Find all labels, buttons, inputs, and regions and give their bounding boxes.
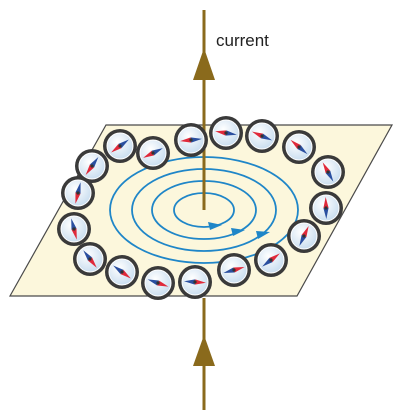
compass-16 bbox=[75, 149, 109, 183]
compass-pivot bbox=[118, 144, 121, 147]
compass-7 bbox=[287, 219, 321, 253]
compass-13 bbox=[73, 242, 107, 276]
compass-pivot bbox=[260, 134, 263, 137]
compass-4 bbox=[282, 130, 316, 164]
wire-upper-arrow-icon bbox=[193, 48, 215, 80]
compass-pivot bbox=[76, 191, 79, 194]
compass-6 bbox=[309, 191, 343, 225]
compass-pivot bbox=[302, 234, 305, 237]
compass-pivot bbox=[224, 131, 227, 134]
compass-pivot bbox=[72, 227, 75, 230]
compass-17 bbox=[103, 129, 137, 163]
compass-pivot bbox=[151, 151, 154, 154]
compass-9 bbox=[217, 253, 251, 287]
current-label: current bbox=[216, 31, 269, 51]
compass-pivot bbox=[297, 145, 300, 148]
compass-2 bbox=[209, 116, 243, 150]
compass-pivot bbox=[189, 138, 192, 141]
compass-pivot bbox=[193, 280, 196, 283]
compass-pivot bbox=[90, 164, 93, 167]
compass-pivot bbox=[324, 206, 327, 209]
compass-pivot bbox=[120, 270, 123, 273]
compass-pivot bbox=[269, 258, 272, 261]
compass-10 bbox=[178, 265, 212, 299]
compass-pivot bbox=[232, 268, 235, 271]
compass-14 bbox=[57, 212, 91, 246]
compass-pivot bbox=[326, 170, 329, 173]
compass-pivot bbox=[88, 257, 91, 260]
wire-lower-arrow-icon bbox=[193, 335, 215, 366]
compass-pivot bbox=[156, 281, 159, 284]
compass-12 bbox=[105, 255, 139, 289]
compass-5 bbox=[311, 155, 345, 189]
compass-11 bbox=[141, 266, 175, 300]
compass-18 bbox=[136, 136, 170, 170]
compass-3 bbox=[245, 119, 279, 153]
compass-8 bbox=[254, 243, 288, 277]
compass-1 bbox=[174, 123, 208, 157]
